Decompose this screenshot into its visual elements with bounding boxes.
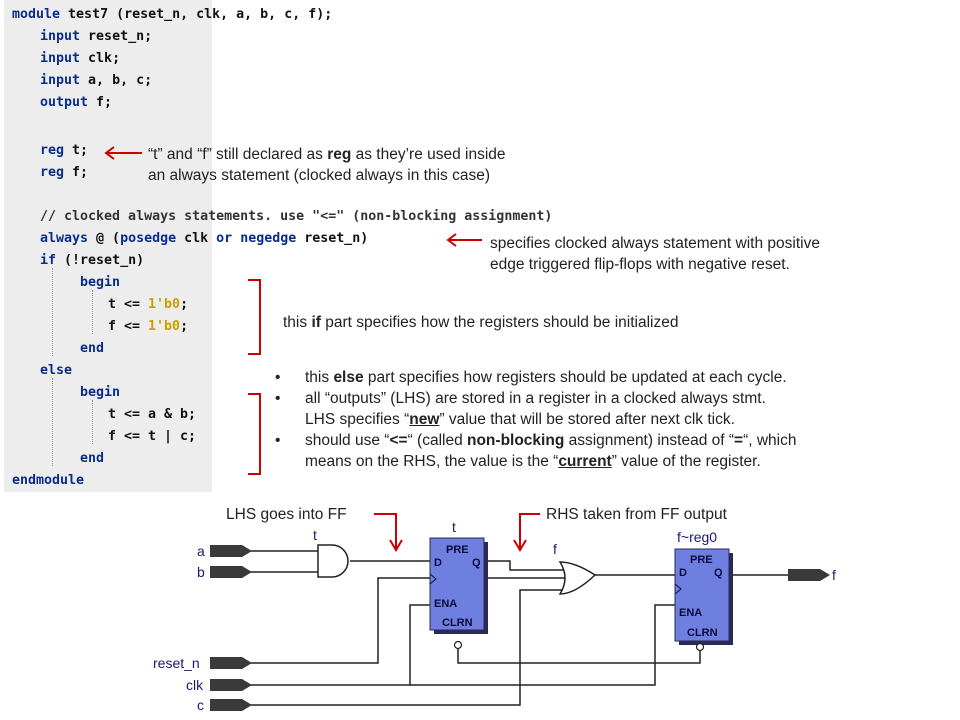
svg-text:D: D bbox=[434, 557, 442, 569]
code-panel bbox=[4, 0, 212, 492]
indent-guide bbox=[92, 400, 93, 444]
wires bbox=[250, 550, 790, 706]
code-line: reg t; bbox=[40, 143, 89, 158]
svg-text:a: a bbox=[197, 543, 205, 559]
svg-text:c: c bbox=[197, 697, 204, 713]
code-line: begin bbox=[80, 275, 121, 290]
bracket-else bbox=[248, 393, 261, 475]
svg-text:reset_n: reset_n bbox=[153, 655, 200, 671]
reg-note: “t” and “f” still declared as reg as the… bbox=[148, 146, 506, 184]
pin-b: b bbox=[197, 564, 252, 580]
svg-text:Q: Q bbox=[472, 557, 481, 569]
arrow-always-note bbox=[446, 233, 482, 247]
always-note: specifies clocked always statement with … bbox=[490, 235, 820, 273]
svg-text:ENA: ENA bbox=[679, 607, 702, 619]
or-gate: f bbox=[553, 541, 597, 595]
pin-f: f bbox=[788, 567, 836, 583]
code-line: input a, b, c; bbox=[40, 73, 153, 88]
code-line: end bbox=[80, 451, 105, 466]
indent-guide bbox=[52, 378, 53, 466]
indent-guide bbox=[52, 268, 53, 356]
code-line: always @ (posedge clk or negedge reset_n… bbox=[40, 231, 369, 246]
code-line: t <= 1'b0; bbox=[108, 297, 189, 312]
code-line: module test7 (reset_n, clk, a, b, c, f); bbox=[12, 7, 333, 22]
flipflop-t: t PRE D Q ENA CLRN bbox=[429, 519, 488, 650]
bullet-else: this else part specifies how registers s… bbox=[275, 367, 797, 388]
and-gate: t bbox=[313, 527, 349, 578]
arrow-lhs bbox=[374, 513, 403, 552]
pin-reset-n: reset_n bbox=[153, 655, 252, 671]
svg-text:t: t bbox=[313, 527, 317, 543]
svg-text:ENA: ENA bbox=[434, 598, 457, 610]
svg-text:PRE: PRE bbox=[690, 554, 713, 566]
code-line: t <= a & b; bbox=[108, 407, 197, 422]
code-line: endmodule bbox=[12, 473, 85, 488]
bracket-if bbox=[248, 279, 261, 355]
lhs-caption: LHS goes into FF bbox=[226, 506, 347, 523]
pin-a: a bbox=[197, 543, 252, 559]
svg-text:clk: clk bbox=[186, 677, 204, 693]
svg-text:f: f bbox=[553, 541, 557, 557]
indent-guide bbox=[92, 290, 93, 334]
code-line: input reset_n; bbox=[40, 29, 153, 44]
svg-text:f: f bbox=[832, 567, 836, 583]
pin-c: c bbox=[197, 697, 252, 713]
rhs-caption: RHS taken from FF output bbox=[546, 506, 727, 523]
svg-text:CLRN: CLRN bbox=[687, 627, 718, 639]
code-line: output f; bbox=[40, 95, 113, 110]
code-line: // clocked always statements. use "<=" (… bbox=[40, 209, 553, 224]
bullet-lhs: all “outputs” (LHS) are stored in a regi… bbox=[275, 388, 797, 430]
svg-text:f~reg0: f~reg0 bbox=[677, 529, 717, 545]
svg-text:D: D bbox=[679, 567, 687, 579]
svg-text:b: b bbox=[197, 564, 205, 580]
code-line: if (!reset_n) bbox=[40, 253, 145, 268]
code-line: input clk; bbox=[40, 51, 121, 66]
code-line: else bbox=[40, 363, 73, 378]
svg-text:CLRN: CLRN bbox=[442, 617, 473, 629]
code-line: end bbox=[80, 341, 105, 356]
code-line: reg f; bbox=[40, 165, 89, 180]
arrow-reg-note bbox=[104, 146, 142, 160]
flipflop-f: f~reg0 PRE D Q ENA CLRN bbox=[674, 529, 733, 652]
if-note: this if part specifies how the registers… bbox=[283, 314, 679, 331]
bullet-nonblocking: should use “<=“ (called non-blocking ass… bbox=[275, 430, 797, 472]
code-line: f <= t | c; bbox=[108, 429, 197, 444]
svg-text:PRE: PRE bbox=[446, 544, 469, 556]
svg-text:t: t bbox=[452, 519, 456, 535]
pin-clk: clk bbox=[186, 677, 252, 693]
code-line: f <= 1'b0; bbox=[108, 319, 189, 334]
else-notes: this else part specifies how registers s… bbox=[275, 367, 797, 472]
code-line: begin bbox=[80, 385, 121, 400]
arrow-rhs bbox=[513, 513, 540, 552]
svg-text:Q: Q bbox=[714, 567, 723, 579]
